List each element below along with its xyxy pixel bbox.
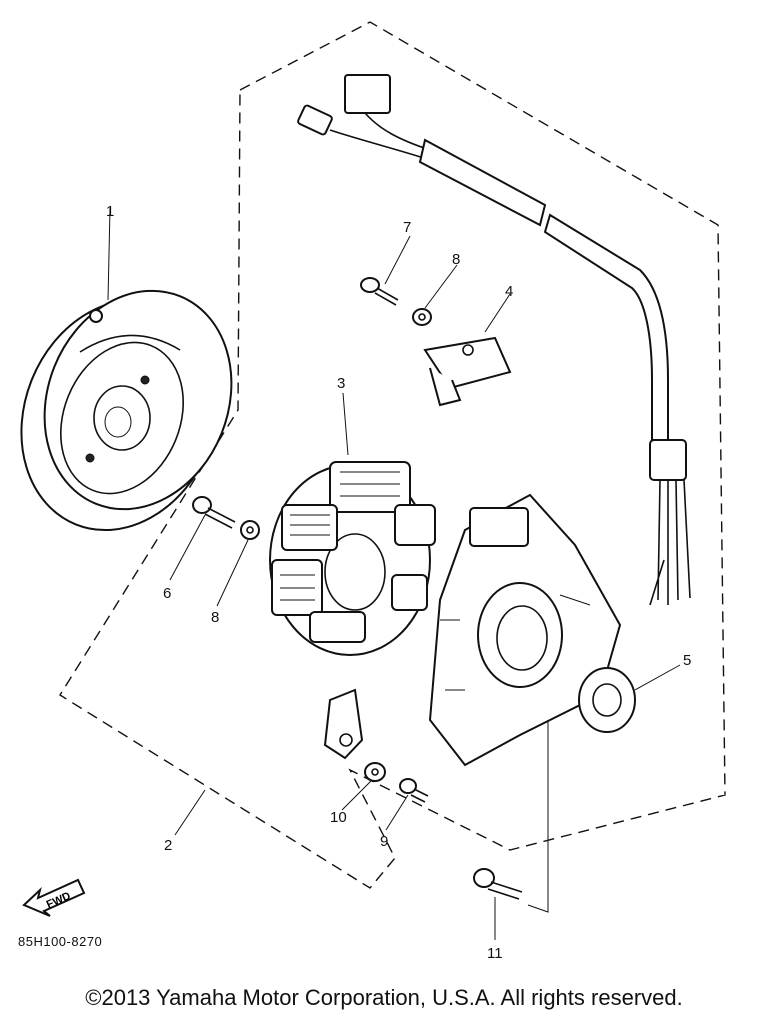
- callout-3: 3: [337, 375, 345, 392]
- callout-9: 9: [380, 833, 388, 850]
- stator-coil: [269, 461, 436, 656]
- callout-6: 6: [163, 585, 171, 602]
- flywheel-rotor: [20, 289, 233, 532]
- screw-7: [360, 277, 399, 306]
- callout-5: 5: [683, 652, 691, 669]
- oil-seal: [578, 667, 636, 733]
- copyright-notice: ©2013 Yamaha Motor Corporation, U.S.A. A…: [85, 985, 683, 1010]
- washer-8-upper: [412, 308, 432, 326]
- callout-2: 2: [164, 837, 172, 854]
- lead-clamp: [323, 688, 364, 760]
- callout-7: 7: [403, 219, 411, 236]
- screw-11: [473, 868, 523, 900]
- callout-4: 4: [505, 283, 513, 300]
- callout-1: 1: [106, 203, 114, 220]
- screw-6: [192, 496, 236, 529]
- callout-10: 10: [330, 809, 347, 826]
- assembly-boundary-line: [59, 21, 726, 889]
- callout-11: 11: [487, 945, 503, 960]
- drawing-code: 85H100-8270: [18, 934, 103, 949]
- leader-lines: [107, 207, 681, 940]
- callout-8-upper: 8: [452, 251, 460, 268]
- exploded-parts-diagram: 1 2 3 4 5 6 7 8 8 9 10 11 FWD: [20, 21, 726, 960]
- lead-wire-harness: [297, 74, 691, 606]
- washer-8-lower: [240, 520, 260, 540]
- forward-arrow-icon: FWD: [22, 878, 86, 917]
- stator-base-plate: [428, 493, 622, 767]
- screw-9: [399, 778, 429, 803]
- callout-8-lower: 8: [211, 609, 219, 626]
- pickup-coil: [423, 336, 512, 407]
- washer-10: [364, 762, 386, 782]
